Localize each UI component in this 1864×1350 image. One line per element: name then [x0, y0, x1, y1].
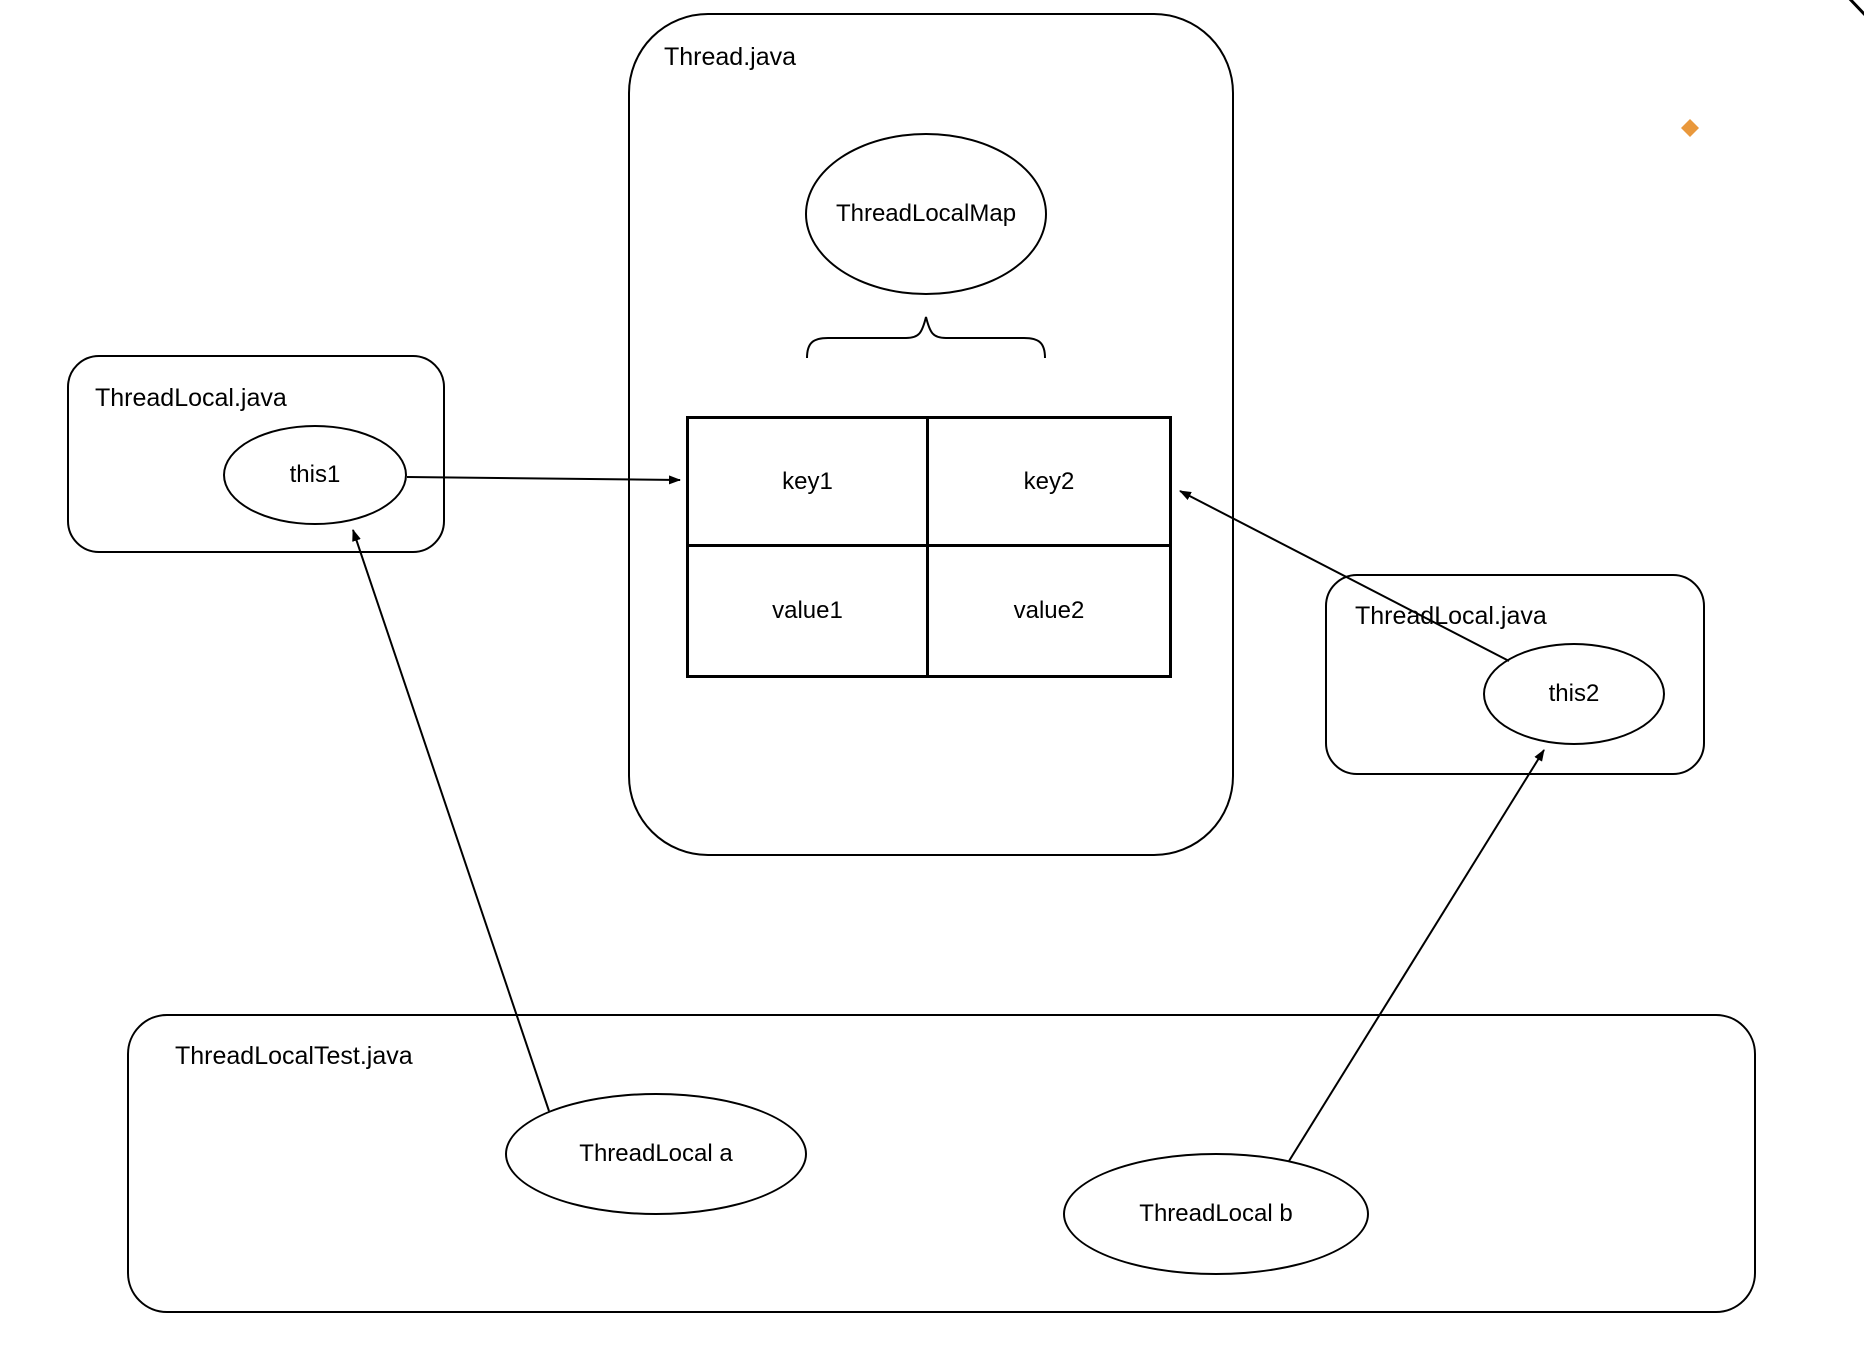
curly-brace[interactable]	[806, 316, 1046, 359]
threadlocal-b-label: ThreadLocal b	[1139, 1200, 1293, 1227]
table-cell-value2[interactable]: value2	[1013, 597, 1085, 624]
this1-label: this1	[289, 461, 341, 488]
threadlocalmap-label: ThreadLocalMap	[835, 200, 1017, 227]
connection-point-diamond-icon[interactable]	[1681, 119, 1699, 137]
threadlocal-a-label: ThreadLocal a	[579, 1140, 733, 1167]
threadlocal-left-box-label: ThreadLocal.java	[95, 384, 287, 412]
table-cell-key2[interactable]: key2	[929, 419, 1169, 547]
threadlocal-right-box-label: ThreadLocal.java	[1355, 602, 1547, 630]
arrow-this1-to-key1[interactable]	[406, 475, 681, 485]
threadlocalmap-ellipse[interactable]: ThreadLocalMap	[805, 133, 1047, 295]
this1-ellipse[interactable]: this1	[223, 425, 407, 525]
this2-label: this2	[1548, 680, 1600, 707]
threadlocaltest-box[interactable]: ThreadLocalTest.java	[127, 1014, 1756, 1313]
table-cell-key1[interactable]: key1	[689, 419, 929, 547]
threadlocaltest-box-label: ThreadLocalTest.java	[175, 1042, 413, 1070]
map-table[interactable]: key1 key2 value1 value2	[686, 416, 1172, 678]
arrow-b-to-this2[interactable]	[1288, 749, 1545, 1162]
threadlocal-right-box[interactable]: ThreadLocal.java	[1325, 574, 1705, 775]
threadlocal-a-ellipse[interactable]: ThreadLocal a	[505, 1093, 807, 1215]
arrow-this2-to-key2[interactable]	[1179, 490, 1510, 662]
this2-ellipse[interactable]: this2	[1483, 643, 1665, 745]
thread-java-box-label: Thread.java	[664, 43, 797, 71]
table-cell-value1[interactable]: value1	[689, 547, 929, 675]
arrow-a-to-this1[interactable]	[352, 529, 550, 1112]
thread-java-box[interactable]: Thread.java	[628, 13, 1234, 856]
threadlocal-b-ellipse[interactable]: ThreadLocal b	[1063, 1153, 1369, 1275]
corner-stroke	[1848, 0, 1864, 17]
threadlocal-left-box[interactable]: ThreadLocal.java	[67, 355, 445, 553]
